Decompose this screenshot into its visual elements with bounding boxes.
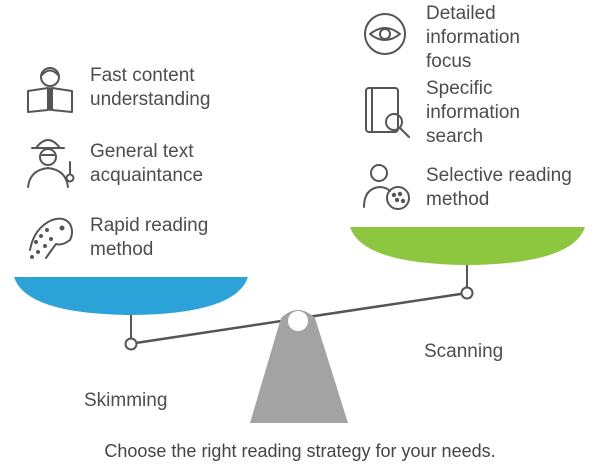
fulcrum-pivot [288, 311, 308, 331]
skimming-label: Skimming [84, 390, 168, 411]
eye-focus-icon [364, 13, 406, 55]
left-item-label-2: General text acquaintance [90, 141, 204, 186]
diagram-caption: Choose the right reading strategy for yo… [104, 441, 496, 461]
right-item-label-1: Detailed information focus [426, 3, 520, 72]
cheetah-icon [29, 217, 73, 259]
right-hanger-joint [460, 286, 474, 300]
reading-person-icon [27, 67, 73, 113]
person-search-icon [363, 164, 410, 210]
left-item-label-1: Fast content understanding [90, 65, 211, 110]
left-item-label-3: Rapid reading method [90, 215, 209, 260]
right-item-label-3: Selective reading method [426, 165, 572, 210]
left-hanger-joint [124, 337, 138, 351]
scanning-label: Scanning [424, 341, 504, 362]
right-item-label-2: Specific information search [426, 78, 520, 147]
right-scale-pan [350, 227, 585, 265]
explorer-person-icon [27, 139, 75, 188]
left-scale-pan [14, 277, 248, 315]
book-magnifier-icon [365, 87, 410, 138]
fulcrum [250, 310, 348, 423]
